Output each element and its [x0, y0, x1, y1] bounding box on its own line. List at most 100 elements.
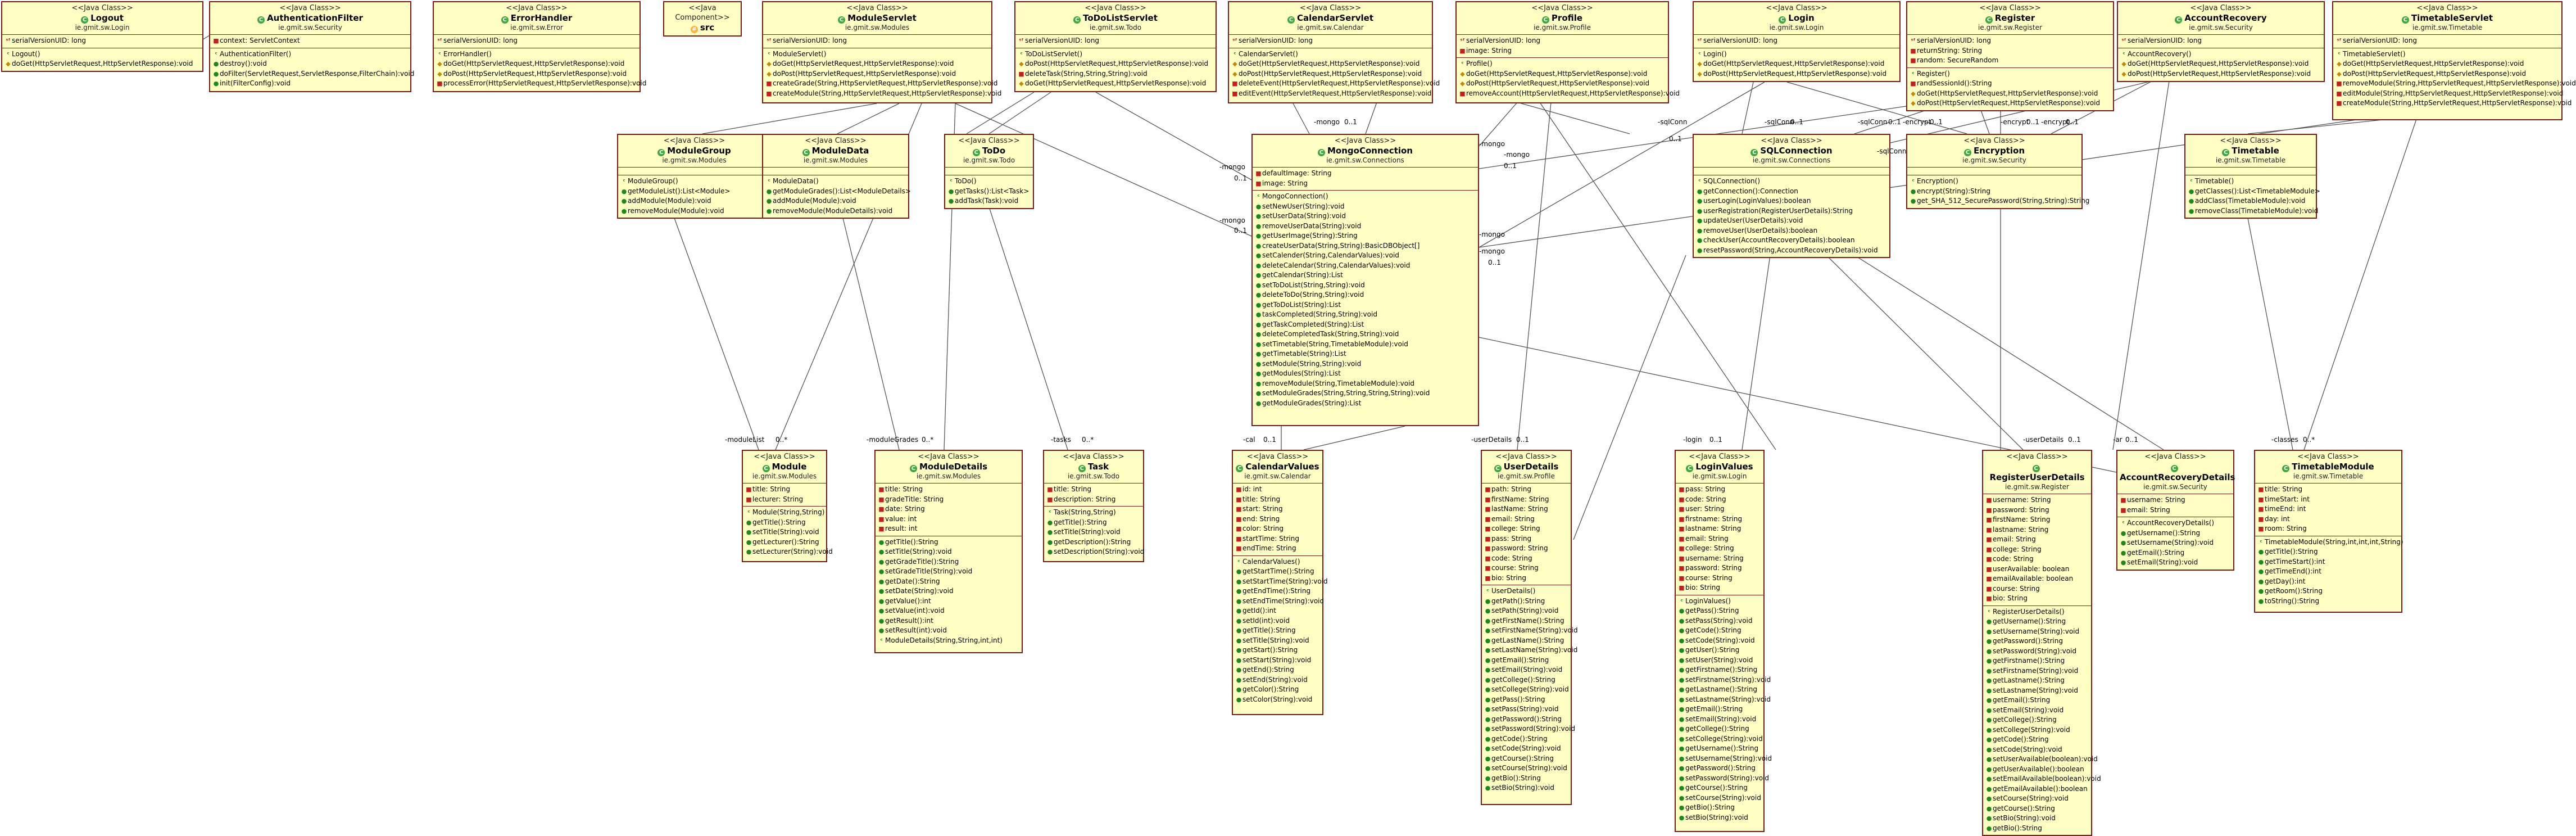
member-text: course: String: [1685, 573, 1733, 582]
method-row: ●getEmailAvailable():boolean: [1983, 784, 2091, 794]
method-row: ●setUsername(String):void: [2117, 538, 2233, 548]
member-text: getCourse():String: [1993, 804, 2055, 812]
method-row: ●getUser():String: [1676, 645, 1763, 656]
member-text: getLastname():String: [1685, 685, 1757, 693]
protected-icon: ◆: [767, 70, 772, 78]
public-icon: ●: [1236, 676, 1242, 684]
private-icon: ■: [2258, 495, 2264, 503]
method-row: ●getDate():String: [876, 577, 1022, 587]
member-text: day: int: [2265, 514, 2290, 523]
private-icon: ■: [437, 80, 443, 87]
stereotype-label: <<Java Class>>: [805, 137, 867, 145]
method-row: ■processError(HttpServletRequest,HttpSer…: [434, 79, 646, 89]
private-icon: ■: [2258, 515, 2264, 523]
association-line: [988, 206, 1068, 450]
component-icon: #: [690, 26, 698, 33]
member-text: setTitle(String):void: [885, 548, 952, 555]
member-text: setEnd(String):void: [1242, 675, 1308, 684]
method-row: ●getPass():String: [1676, 606, 1763, 616]
field-row: ■pass: String: [1676, 485, 1763, 495]
member-text: addTask(Task):void: [955, 197, 1019, 205]
public-icon: ●: [1986, 657, 1992, 665]
constructor-icon: ᶜ: [768, 178, 770, 185]
method-row: ●setModuleGrades(String,String,String,St…: [1253, 388, 1478, 399]
public-icon: ●: [1986, 824, 1992, 832]
method-row: ●getDescription():String: [1044, 537, 1143, 548]
fields-section: [1907, 168, 2081, 175]
method-row: ◆doPost(HttpServletRequest,HttpServletRe…: [1229, 69, 1432, 79]
member-text: image: String: [1466, 46, 1512, 55]
member-text: destroy():void: [220, 60, 267, 67]
method-row: ●deleteCompletedTask(String,String):void: [1253, 329, 1478, 340]
method-row: ●getStart():String: [1233, 645, 1322, 656]
method-row: ●setStartTime(String):void: [1233, 577, 1328, 587]
member-text: username: String: [1993, 496, 2051, 504]
public-icon: ●: [1255, 350, 1262, 358]
member-text: course: String: [1491, 564, 1539, 572]
method-row: ●getModules(String):List: [1253, 369, 1478, 379]
member-text: removeModule(Module):void: [628, 206, 724, 215]
member-text: getFirstname():String: [1685, 666, 1758, 674]
member-text: getCalendar(String):List: [1262, 271, 1343, 279]
private-icon: ■: [1485, 535, 1491, 543]
class-icon: C: [1779, 16, 1786, 24]
member-text: updateUser(UserDetails):void: [1703, 216, 1803, 224]
edge-label: -mongo: [1504, 151, 1530, 159]
public-icon: ●: [1236, 588, 1242, 595]
private-icon: ■: [1236, 515, 1242, 523]
package-name: ie.gmit.sw.Security: [278, 24, 342, 31]
fields-section: ■defaultImage: String■image: String: [1253, 168, 1478, 191]
method-row: ●getToDoList(String):List: [1253, 300, 1478, 310]
method-row: ●setTitle(String):void: [1233, 636, 1322, 646]
member-text: setLastname(String):void: [1993, 686, 2078, 694]
package-name: ie.gmit.sw.Connections: [1326, 156, 1404, 164]
private-icon: ■: [746, 486, 752, 493]
class-icon: C: [2282, 465, 2290, 472]
method-row: ◆doPost(HttpServletRequest,HttpServletRe…: [1457, 79, 1668, 89]
protected-icon: ◆: [1911, 100, 1916, 107]
protected-icon: ◆: [1232, 70, 1237, 78]
public-icon: ●: [2188, 187, 2194, 195]
member-text: doGet(HttpServletRequest,HttpServletResp…: [2128, 60, 2309, 67]
constructor-icon: ᶜ: [747, 509, 750, 516]
method-row: ●setEmail(String):void: [2117, 558, 2233, 568]
member-text: doPost(HttpServletRequest,HttpServletRes…: [1466, 79, 1650, 87]
method-row: ●setResult(int):void: [876, 626, 1022, 636]
class-box-src[interactable]: <<Java Component>>#src: [663, 1, 742, 37]
field-row: ■password: String: [1676, 563, 1763, 573]
constructor-icon: ᶜ: [2338, 50, 2341, 58]
member-text: getEmail():String: [1993, 696, 2051, 704]
member-text: context: ServletContext: [220, 37, 300, 44]
field-row: ■course: String: [1482, 563, 1571, 573]
